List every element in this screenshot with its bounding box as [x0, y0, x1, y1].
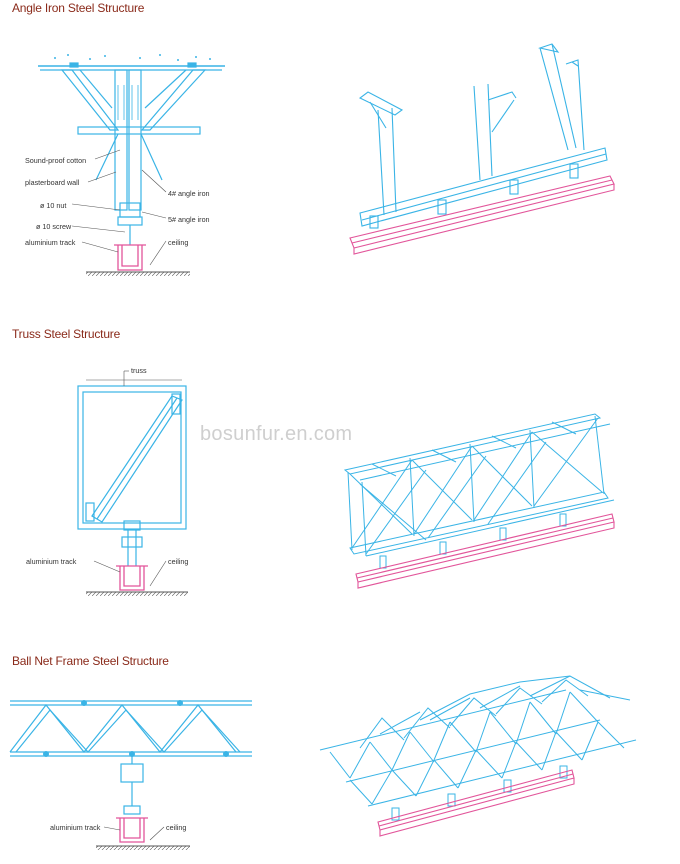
label-ceiling-3: ceiling — [166, 823, 187, 832]
watermark: bosunfur.en.com — [200, 423, 353, 445]
label-nut: ø 10 nut — [40, 201, 67, 210]
ceiling-hatch-2 — [86, 591, 188, 596]
label-sound-proof-cotton: Sound-proof cotton — [25, 156, 87, 165]
ceiling-hatch-1 — [86, 271, 190, 276]
label-screw: ø 10 screw — [36, 222, 72, 231]
section-title-angle-iron: Angle Iron Steel Structure — [12, 1, 145, 15]
slab-speckles — [54, 54, 211, 61]
label-aluminium-track-2: aluminium track — [26, 557, 77, 566]
label-ceiling-1: ceiling — [168, 238, 189, 247]
label-aluminium-track-1: aluminium track — [25, 238, 76, 247]
truss-top-line — [86, 370, 182, 386]
aluminium-track-detail-3 — [116, 817, 148, 843]
section-title-truss: Truss Steel Structure — [12, 327, 121, 341]
label-aluminium-track-3: aluminium track — [50, 823, 101, 832]
slab-anchors — [69, 62, 197, 68]
aluminium-track-detail-1 — [114, 244, 146, 271]
label-plasterboard-wall: plasterboard wall — [25, 178, 80, 187]
aluminium-track-detail-2 — [116, 565, 148, 591]
label-5-angle-iron: 5# angle iron — [168, 215, 210, 224]
label-ceiling-2: ceiling — [168, 557, 189, 566]
truss-elevation — [77, 385, 187, 566]
leader-lines-2 — [93, 560, 167, 587]
label-4-angle-iron: 4# angle iron — [168, 189, 210, 198]
leader-lines-3 — [103, 826, 165, 841]
label-truss: truss — [131, 366, 147, 375]
angle-iron-elevation — [38, 54, 225, 245]
leader-lines-1 — [71, 149, 167, 266]
aluminium-track-perspective-1 — [349, 175, 615, 255]
angle-iron-perspective — [358, 43, 608, 229]
section-title-ball-net: Ball Net Frame Steel Structure — [12, 654, 169, 668]
ball-net-elevation — [9, 700, 252, 815]
truss-perspective — [343, 413, 615, 569]
ceiling-hatch-3 — [96, 845, 190, 850]
aluminium-track-perspective-3 — [377, 769, 575, 837]
ball-net-perspective — [319, 675, 637, 821]
aluminium-track-perspective-2 — [355, 513, 615, 589]
